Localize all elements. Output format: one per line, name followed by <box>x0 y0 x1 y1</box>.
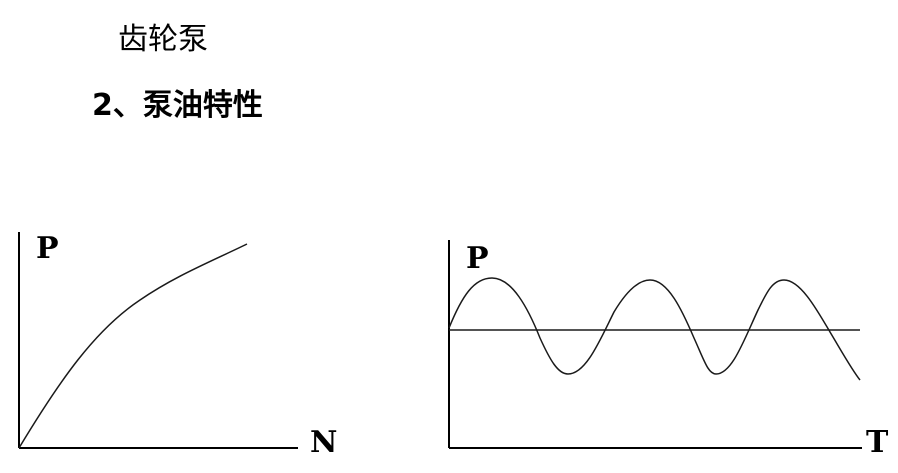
graph-pressure-vs-speed: P N <box>18 231 337 460</box>
page-title: 齿轮泵 <box>118 22 208 57</box>
left-x-axis-label: N <box>310 425 337 460</box>
left-y-axis-label: P <box>36 231 59 266</box>
right-x-axis-label: T <box>866 425 889 460</box>
right-y-axis-label: P <box>466 241 489 276</box>
graph-pressure-vs-time: P T <box>448 240 889 460</box>
section-heading: 2、泵油特性 <box>92 88 263 123</box>
right-oscillation-curve <box>448 277 861 381</box>
left-curve <box>18 243 248 449</box>
